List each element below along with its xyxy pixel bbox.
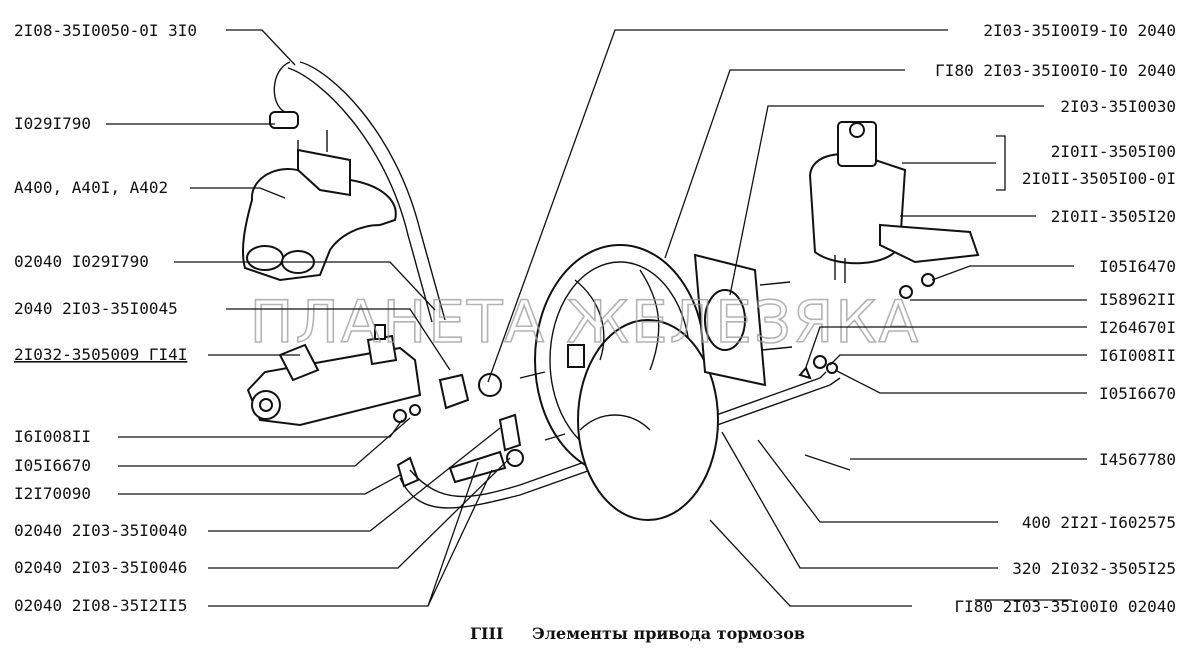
washer-2 <box>899 285 913 299</box>
label-left-4: 02040 I029I790 <box>14 252 149 271</box>
union-fitting <box>498 413 522 452</box>
vacuum-hose <box>273 61 446 323</box>
label-right-6: 2I0II-3505I20 <box>1051 207 1176 226</box>
leader-lines <box>106 29 1087 607</box>
label-left-10: 02040 2I03-35I0040 <box>14 521 187 540</box>
label-right-10: I6I008II <box>1099 346 1176 365</box>
clip <box>798 366 812 380</box>
label-left-12: 02040 2I08-35I2II5 <box>14 596 187 615</box>
label-left-9: I2I70090 <box>14 484 91 503</box>
caption: ГIII Элементы привода тормозов <box>470 624 805 643</box>
watermark: ПЛАНЕТА ЖЕЛЕЗЯКА <box>250 288 920 356</box>
grommet <box>478 373 502 397</box>
label-right-9: I264670I <box>1099 318 1176 337</box>
split-pin <box>804 454 851 471</box>
label-right-12: I4567780 <box>1099 450 1176 469</box>
label-right-4: 2I0II-3505I00 <box>1051 142 1176 161</box>
label-right-3: 2I03-35I0030 <box>1060 97 1176 116</box>
label-right-1: 2I03-35I00I9-I0 2040 <box>983 21 1176 40</box>
nut-1 <box>921 273 935 287</box>
manifold-flange <box>297 148 351 197</box>
label-left-8: I05I6670 <box>14 456 91 475</box>
label-left-11: 02040 2I03-35I0046 <box>14 558 187 577</box>
label-right-7: I05I6470 <box>1099 257 1176 276</box>
brake-pipe-1 <box>399 384 831 509</box>
label-right-14: 320 2I032-3505I25 <box>1012 559 1176 578</box>
seal-ring-1 <box>393 409 407 423</box>
label-left-7: I6I008II <box>14 427 91 446</box>
label-left-6: 2I032-3505009 ГI4I <box>14 345 187 364</box>
brake-pipe-2 <box>409 377 821 498</box>
banjo-bolt <box>448 450 507 484</box>
tube-clip <box>396 456 420 488</box>
caption-code: ГIII <box>470 624 504 643</box>
nut-2 <box>826 362 838 374</box>
check-valve <box>438 373 470 410</box>
label-right-15: ГI80 2I03-35I00I0 02040 <box>954 597 1176 616</box>
washer-3 <box>813 355 827 369</box>
master-cylinder <box>246 324 422 427</box>
caption-title: Элементы привода тормозов <box>532 624 805 643</box>
reservoir-bracket <box>879 223 980 264</box>
hose-clamp-top <box>269 111 299 129</box>
label-left-3: A400, A40I, A402 <box>14 178 168 197</box>
vacuum-booster <box>519 244 719 521</box>
parts-drawing <box>242 61 980 521</box>
label-right-11: I05I6670 <box>1099 384 1176 403</box>
label-left-1: 2I08-35I0050-0I 3I0 <box>14 21 197 40</box>
washer-1 <box>409 404 421 416</box>
seal-ring-2 <box>506 449 524 467</box>
left-labels: 2I08-35I0050-0I 3I0 I029I790 A400, A40I,… <box>14 21 197 615</box>
label-right-8: I58962II <box>1099 290 1176 309</box>
fluid-reservoir <box>808 121 907 283</box>
label-right-5: 2I0II-3505I00-0I <box>1022 169 1176 188</box>
label-left-5: 2040 2I03-35I0045 <box>14 299 178 318</box>
label-right-2: ГI80 2I03-35I00I0-I0 2040 <box>935 61 1176 80</box>
label-left-2: I029I790 <box>14 114 91 133</box>
label-right-13: 400 2I2I-I602575 <box>1022 513 1176 532</box>
right-labels: 2I03-35I00I9-I0 2040 ГI80 2I03-35I00I0-I… <box>935 21 1176 616</box>
